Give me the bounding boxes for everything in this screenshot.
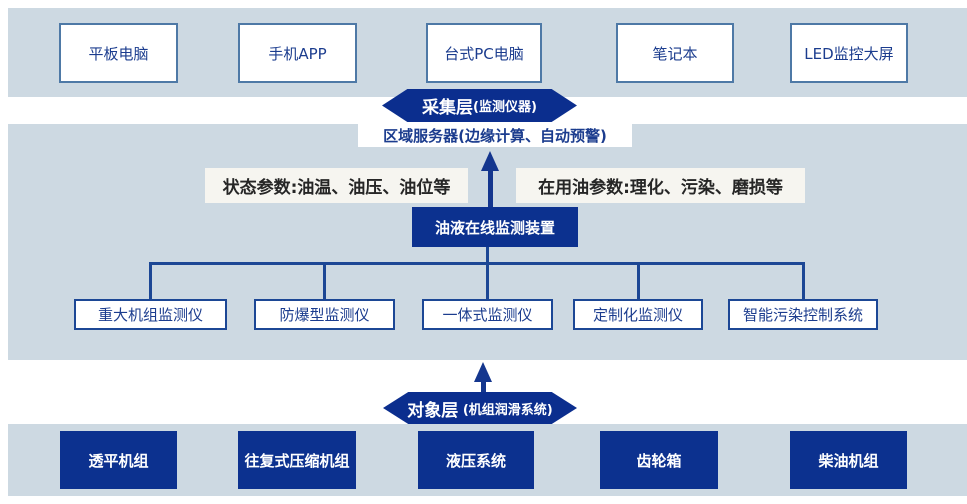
object-layer-pill: 对象层 (机组润滑系统) (383, 392, 577, 424)
display-device-box-tablet: 平板电脑 (59, 23, 178, 83)
display-device-box-laptop: 笔记本 (616, 23, 734, 83)
connector-horizontal (149, 262, 805, 265)
connector-drop-5 (802, 263, 805, 299)
monitor-box-integrated: 一体式监测仪 (422, 299, 553, 330)
collection-layer-title: 采集层 (422, 98, 474, 118)
collection-layer-subtitle: (监测仪器) (473, 100, 537, 115)
monitor-box-major-unit: 重大机组监测仪 (74, 299, 227, 330)
monitor-box-customized: 定制化监测仪 (573, 299, 703, 330)
up-arrow-to-server-icon (481, 151, 499, 207)
display-device-box-desktop-pc: 台式PC电脑 (426, 23, 542, 83)
display-device-box-led-screen: LED监控大屏 (790, 23, 908, 83)
connector-center-drop (486, 247, 489, 299)
collection-layer-pill: 采集层(监测仪器) (382, 89, 577, 122)
equipment-box-turbine: 透平机组 (60, 431, 177, 489)
online-monitor-device-box: 油液在线监测装置 (412, 207, 578, 247)
status-params-label: 状态参数:油温、油压、油位等 (205, 168, 468, 203)
equipment-box-diesel-unit: 柴油机组 (790, 431, 907, 489)
monitor-box-pollution-control: 智能污染控制系统 (728, 299, 878, 330)
connector-drop-4 (637, 263, 640, 299)
equipment-box-hydraulic-system: 液压系统 (418, 431, 534, 489)
object-layer-title: 对象层 (407, 400, 459, 421)
up-arrow-to-monitors-icon (474, 362, 492, 392)
connector-drop-1 (149, 263, 152, 299)
monitor-box-explosion-proof: 防爆型监测仪 (254, 299, 395, 330)
equipment-box-reciprocating-compressor: 往复式压缩机组 (238, 431, 356, 489)
equipment-box-gearbox: 齿轮箱 (600, 431, 718, 489)
region-server-box: 区域服务器(边缘计算、自动预警) (358, 124, 632, 147)
display-device-box-mobile-app: 手机APP (238, 23, 357, 83)
object-layer-subtitle-text: (机组润滑系统) (462, 402, 553, 418)
connector-drop-2 (323, 263, 326, 299)
oil-params-label: 在用油参数:理化、污染、磨损等 (516, 168, 805, 203)
